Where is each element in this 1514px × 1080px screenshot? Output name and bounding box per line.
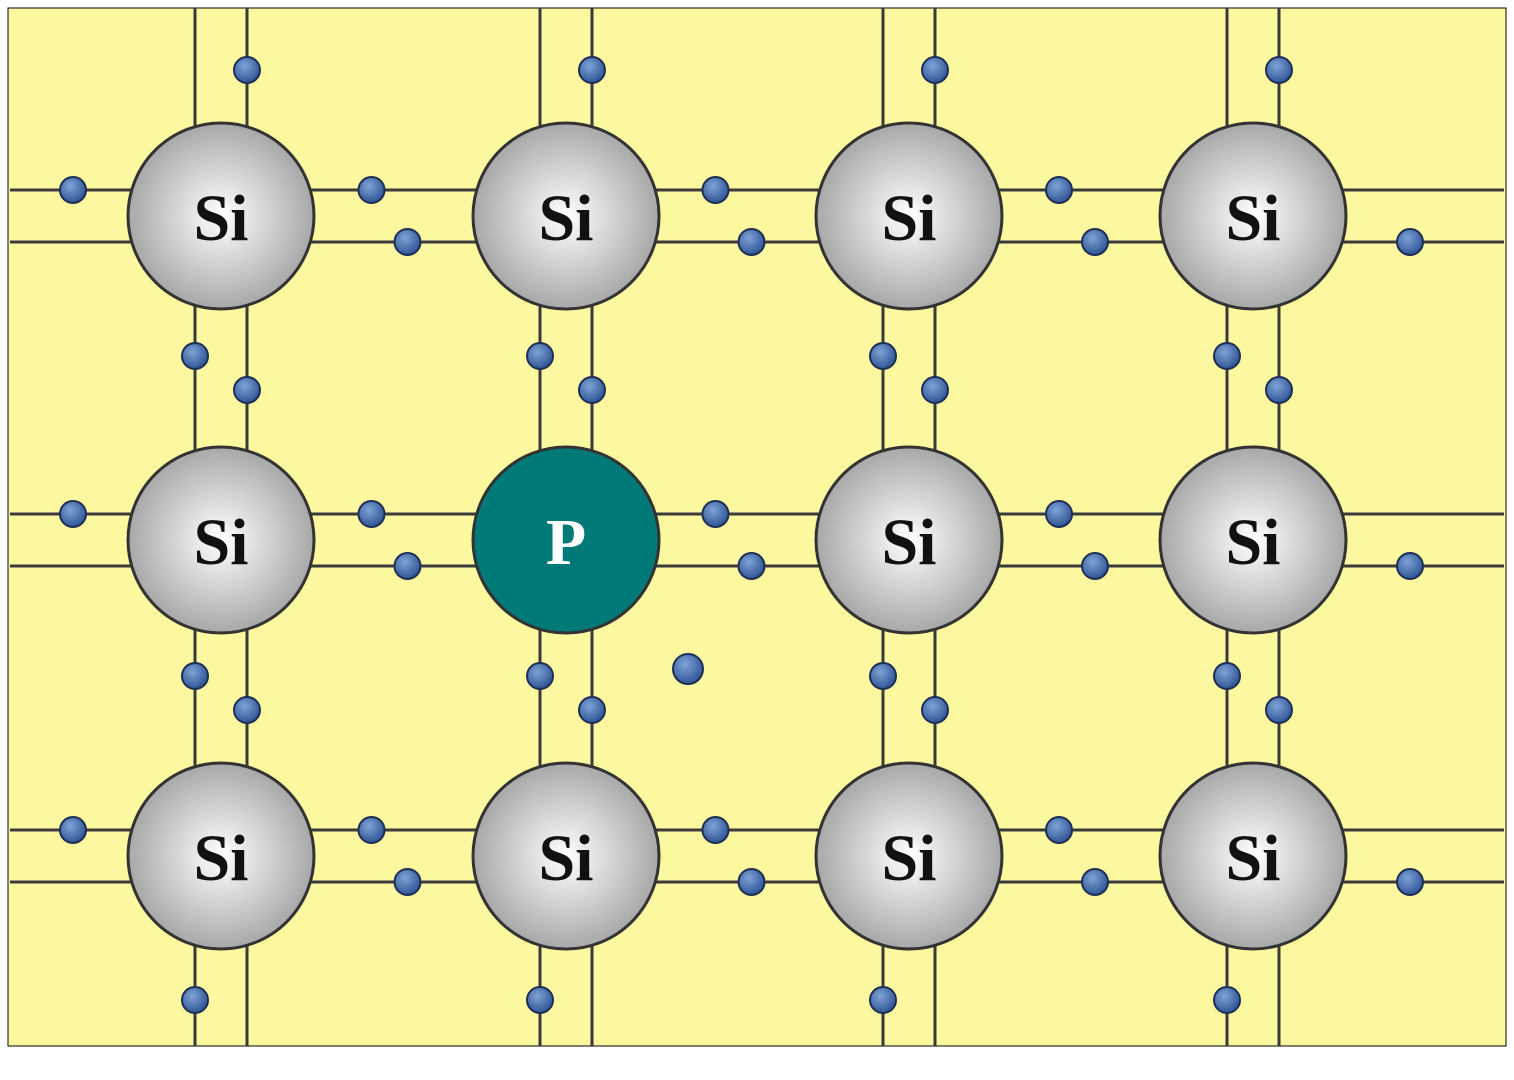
atom-circle — [126, 445, 316, 635]
atom-circle — [814, 121, 1004, 311]
valence-electron — [921, 376, 949, 404]
valence-electron — [181, 342, 209, 370]
atom-circle — [471, 761, 661, 951]
valence-electron — [701, 500, 730, 528]
valence-electron — [701, 176, 730, 204]
valence-electron — [578, 56, 606, 84]
silicon-atom: Si — [1158, 445, 1348, 635]
valence-electron — [869, 986, 897, 1014]
atom-label: Si — [1225, 822, 1280, 895]
valence-electron — [526, 342, 554, 370]
valence-electron — [393, 552, 422, 580]
valence-electron — [1045, 816, 1073, 844]
valence-electron — [59, 176, 87, 204]
silicon-atom: Si — [814, 121, 1004, 311]
valence-electron — [921, 696, 949, 724]
atom-circle — [1158, 121, 1348, 311]
atom-label: Si — [538, 822, 593, 895]
valence-electron — [1081, 552, 1109, 580]
atom-label: Si — [193, 822, 248, 895]
atom-circle — [814, 445, 1004, 635]
valence-electron — [1081, 228, 1109, 256]
valence-electron — [921, 56, 949, 84]
valence-electron — [393, 868, 422, 896]
atom-circle — [814, 761, 1004, 951]
silicon-atom: Si — [471, 761, 661, 951]
valence-electron — [578, 696, 606, 724]
dopant-atom-label: P — [546, 506, 586, 579]
silicon-atom: Si — [126, 121, 316, 311]
atom-label: Si — [1225, 506, 1280, 579]
atom-label: Si — [1225, 182, 1280, 255]
valence-electron — [1265, 376, 1293, 404]
atom-label: Si — [881, 822, 936, 895]
valence-electron — [578, 376, 606, 404]
free-electron — [672, 653, 704, 685]
valence-electron — [1265, 696, 1293, 724]
valence-electron — [1396, 228, 1424, 256]
valence-electron — [1265, 56, 1293, 84]
atom-circle — [126, 761, 316, 951]
silicon-atom: Si — [126, 445, 316, 635]
valence-electron — [737, 868, 766, 896]
atom-circle — [1158, 761, 1348, 951]
dopant-atom-circle — [471, 445, 661, 635]
valence-electron — [357, 816, 386, 844]
valence-electron — [1213, 986, 1241, 1014]
atom-circle — [1158, 445, 1348, 635]
valence-electron — [357, 176, 386, 204]
valence-electron — [181, 986, 209, 1014]
valence-electron — [59, 816, 87, 844]
valence-electron — [181, 662, 209, 690]
phosphorus-atom: P — [471, 445, 661, 635]
valence-electron — [869, 342, 897, 370]
valence-electron — [1045, 176, 1073, 204]
valence-electron — [357, 500, 386, 528]
silicon-atom: Si — [1158, 761, 1348, 951]
free-electron-group — [672, 653, 704, 685]
atom-label: Si — [538, 182, 593, 255]
valence-electrons — [59, 56, 1424, 1014]
valence-electron — [869, 662, 897, 690]
valence-electron — [393, 228, 422, 256]
atom-label: Si — [881, 506, 936, 579]
valence-electron — [233, 696, 261, 724]
valence-electron — [233, 56, 261, 84]
atom-circle — [471, 121, 661, 311]
atom-label: Si — [881, 182, 936, 255]
valence-electron — [233, 376, 261, 404]
atom-label: Si — [193, 182, 248, 255]
atom-label: Si — [193, 506, 248, 579]
atom-circle — [126, 121, 316, 311]
silicon-atom: Si — [471, 121, 661, 311]
valence-electron — [1213, 662, 1241, 690]
valence-electron — [59, 500, 87, 528]
valence-electron — [737, 228, 766, 256]
silicon-atom: Si — [1158, 121, 1348, 311]
valence-electron — [701, 816, 730, 844]
valence-electron — [737, 552, 766, 580]
valence-electron — [1081, 868, 1109, 896]
valence-electron — [1396, 868, 1424, 896]
valence-electron — [526, 662, 554, 690]
valence-electron — [526, 986, 554, 1014]
valence-electron — [1213, 342, 1241, 370]
silicon-atom: Si — [126, 761, 316, 951]
valence-electron — [1396, 552, 1424, 580]
silicon-atom: Si — [814, 761, 1004, 951]
valence-electron — [1045, 500, 1073, 528]
silicon-atom: Si — [814, 445, 1004, 635]
